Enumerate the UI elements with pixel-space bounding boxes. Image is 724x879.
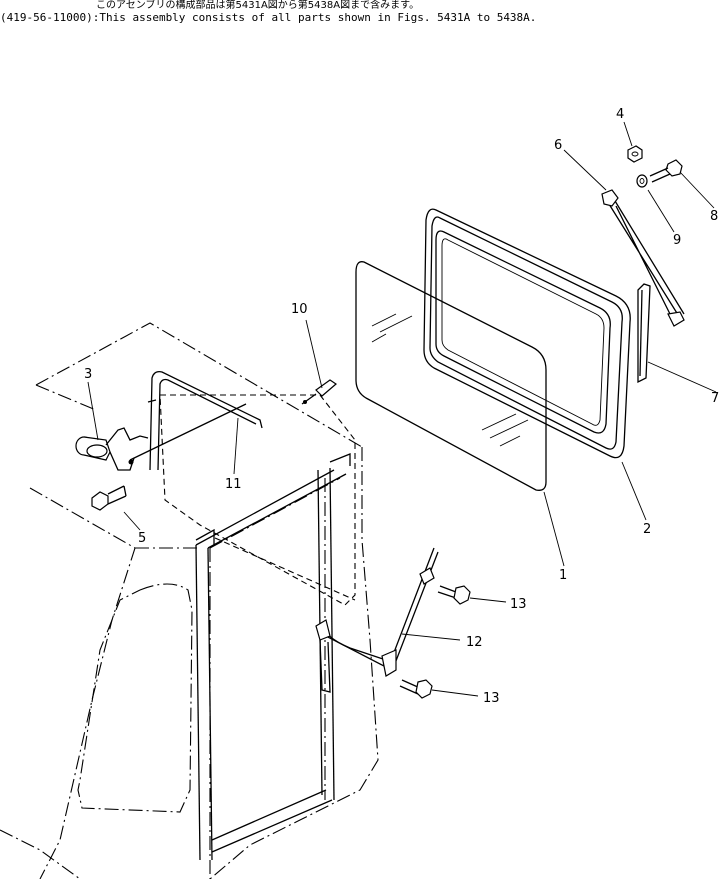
part-5-bolt [91, 485, 127, 511]
part-6-wiper-arm [601, 189, 685, 327]
part-13-bolt-lower [399, 679, 433, 699]
part-1-glass [355, 261, 547, 491]
part-13-bolt-upper [437, 585, 471, 605]
front-frame-rails [195, 453, 351, 861]
part-8-bolt [649, 159, 683, 183]
part-9-washer [636, 174, 648, 188]
part-7-wiper-blade [637, 283, 651, 384]
leader-lines [87, 121, 717, 697]
callout-13-upper: 13 [510, 597, 527, 612]
callout-10: 10 [291, 302, 308, 317]
callout-11: 11 [225, 477, 242, 492]
callout-4: 4 [616, 107, 624, 122]
callout-labels: 1 2 3 4 5 6 7 8 9 10 11 12 13 13 [84, 107, 719, 706]
callout-3: 3 [84, 367, 92, 382]
callout-12: 12 [466, 635, 483, 650]
part-12-wiper-arm [315, 547, 439, 693]
part-4-nut [627, 145, 643, 163]
callout-5: 5 [138, 531, 146, 546]
cab-body-outline [0, 322, 379, 879]
callout-2: 2 [643, 522, 651, 537]
part-11-frame-bar [147, 370, 263, 471]
callout-1: 1 [559, 568, 567, 583]
callout-9: 9 [673, 233, 681, 248]
callout-7: 7 [711, 391, 719, 406]
callout-8: 8 [710, 209, 718, 224]
header-note-english: (419-56-11000):This assembly consists of… [0, 11, 537, 24]
header-note-japanese: このアセンブリの構成部品は第5431A図から第5438A図まで含みます。 [96, 0, 420, 11]
part-2-seal [423, 208, 631, 459]
callout-6: 6 [554, 138, 562, 153]
part-10-linkage [301, 379, 337, 405]
part-3-wiper-motor [75, 403, 247, 471]
callout-13-lower: 13 [483, 691, 500, 706]
